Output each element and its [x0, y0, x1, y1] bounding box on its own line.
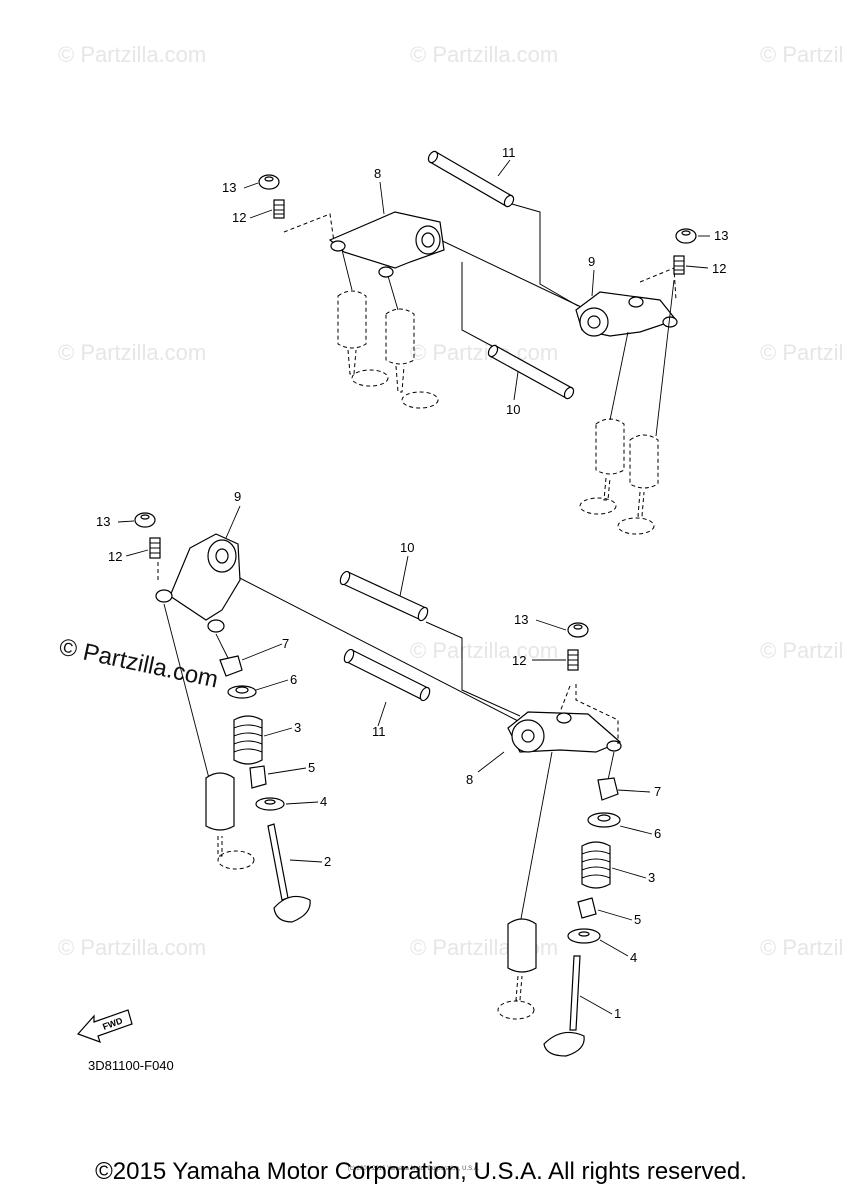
watermark: © Partzilla.com	[58, 935, 206, 960]
callout-label: 3	[294, 720, 301, 735]
callout-label: 4	[320, 794, 327, 809]
valve-2-stem	[267, 823, 289, 901]
adjuster-screw-12-lower-left	[149, 537, 161, 559]
callout-label: 1	[614, 1006, 621, 1021]
upper-assembly	[243, 150, 710, 535]
stem-seal-5	[249, 765, 267, 789]
adjuster-screw-12-upper-right	[673, 255, 685, 275]
rocker-shaft-10-upper	[487, 344, 575, 400]
watermark: © Partzilla.com	[410, 42, 558, 67]
locknut-13-upper-right	[675, 228, 697, 244]
callout-label: 12	[512, 653, 526, 668]
adjuster-screw-12-lower-right	[567, 649, 579, 671]
callout-label: 12	[712, 261, 726, 276]
callout-label: 6	[290, 672, 297, 687]
callout-label: 5	[634, 912, 641, 927]
copyright-footer: ©2015 Yamaha Motor Corporation, U.S.A. A…	[95, 1158, 747, 1185]
callout-label: 13	[714, 228, 728, 243]
valve-spring-3	[233, 715, 263, 765]
callout-label: 11	[502, 145, 516, 160]
rocker-arm-8-upper	[328, 211, 445, 278]
callout-label: 8	[374, 166, 381, 181]
valve-stack-lower-left	[163, 603, 311, 923]
watermark: © Partzilla.com	[410, 340, 558, 365]
valve-spring-3	[581, 841, 611, 889]
valve-group-upper-right	[579, 279, 675, 535]
callout-label: 10	[400, 540, 414, 555]
callout-label: 6	[654, 826, 661, 841]
callout-label: 8	[466, 772, 473, 787]
watermark: © Partzilla.com	[760, 935, 842, 960]
watermark: © Partzilla.com	[410, 638, 558, 663]
callout-label: 13	[222, 180, 236, 195]
callout-label: 9	[588, 254, 595, 269]
callout-label: 10	[506, 402, 520, 417]
watermark-strong: © Partzilla.com	[57, 633, 221, 693]
part-code: 3D81100-F040	[88, 1058, 174, 1073]
callout-label: 5	[308, 760, 315, 775]
watermark: © Partzilla.com	[58, 42, 206, 67]
rocker-shaft-11-upper	[427, 150, 515, 208]
valve-2-head	[273, 895, 311, 923]
callout-label: 13	[96, 514, 110, 529]
rocker-shaft-10-lower	[339, 570, 429, 622]
callout-label: 11	[372, 724, 386, 739]
callout-labels: 11 8 13 12 13 12 9 10 9 13 12 10 13 12 7…	[96, 145, 728, 1021]
callout-label: 7	[654, 784, 661, 799]
locknut-13-lower-left	[134, 512, 156, 528]
rocker-arm-8-lower	[507, 711, 622, 753]
watermark: © Partzilla.com	[760, 340, 842, 365]
adjuster-screw-12-upper-left	[273, 199, 285, 219]
callout-label: 9	[234, 489, 241, 504]
rocker-arm-9-lower	[155, 533, 241, 633]
callout-label: 12	[232, 210, 246, 225]
valve-stack-lower-right	[497, 751, 621, 1057]
fwd-arrow-icon: FWD	[76, 1009, 133, 1043]
callout-label: 13	[514, 612, 528, 627]
lower-assembly	[117, 505, 653, 1057]
valve-group-upper-left	[337, 249, 439, 409]
callout-label: 3	[648, 870, 655, 885]
watermark-grid: © Partzilla.com © Partzilla.com © Partzi…	[58, 42, 842, 960]
valve-1-stem	[569, 955, 581, 1031]
callout-label: 2	[324, 854, 331, 869]
locknut-13-upper-left	[258, 174, 280, 190]
valve-1-head	[543, 1031, 585, 1057]
callout-label: 7	[282, 636, 289, 651]
cotter-7	[597, 777, 619, 801]
rocker-arm-9-upper	[575, 291, 678, 337]
callout-label: 12	[108, 549, 122, 564]
cotter-7	[219, 655, 243, 677]
watermark: © Partzilla.com	[58, 340, 206, 365]
watermark: © Partzilla.com	[760, 638, 842, 663]
watermark: © Partzilla.com	[760, 42, 842, 67]
rocker-shaft-11-lower	[343, 648, 431, 702]
tiny-notice: (c) 2005-2016 Yamaha Motor Corporation, …	[348, 1166, 480, 1172]
locknut-13-lower-right	[567, 622, 589, 638]
stem-seal-5	[577, 897, 597, 919]
callout-label: 4	[630, 950, 637, 965]
